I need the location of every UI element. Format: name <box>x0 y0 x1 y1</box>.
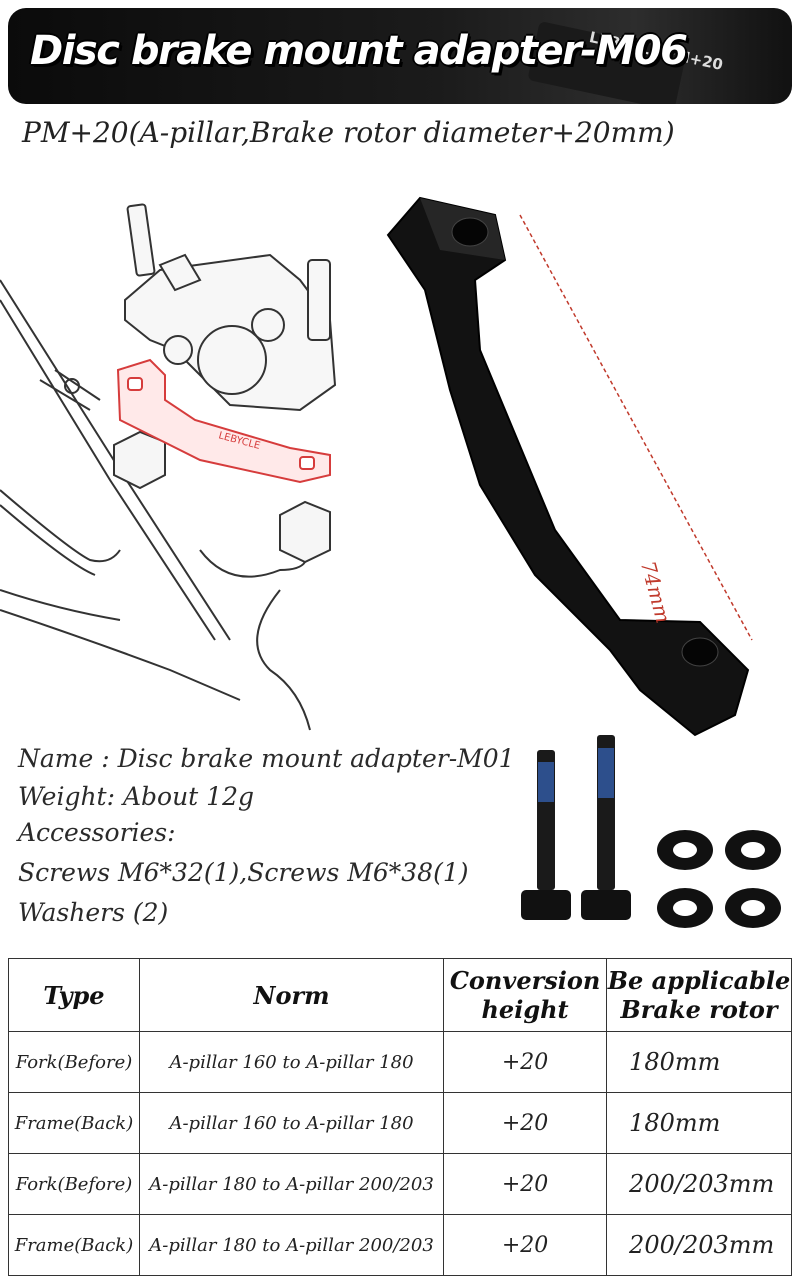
spec-weight: Weight: About 12g <box>18 782 254 811</box>
cell-type: Fork(Before) <box>8 1031 140 1093</box>
product-illustration: LEBYCLE 74mm LEBYCLE PM+20 <box>0 170 800 740</box>
mount-blocks <box>113 430 331 578</box>
header-type: Type <box>8 958 140 1032</box>
cell-norm: A-pillar 160 to A-pillar 180 <box>138 1092 445 1154</box>
table-row: Fork(Before) A-pillar 180 to A-pillar 20… <box>8 1153 792 1215</box>
adapter-photo <box>386 196 750 737</box>
table-row: Frame(Back) A-pillar 180 to A-pillar 200… <box>8 1214 792 1276</box>
header-banner: LEBYCLE PM+20 Disc brake mount adapter-M… <box>8 8 792 104</box>
caliper-sketch <box>124 203 337 412</box>
spec-screws: Screws M6*32(1),Screws M6*38(1) <box>18 858 469 887</box>
cell-norm: A-pillar 180 to A-pillar 200/203 <box>138 1214 445 1276</box>
header-conversion-line1: Conversion <box>449 966 601 995</box>
cell-conversion: +20 <box>443 1214 608 1276</box>
dimension-line <box>519 214 753 641</box>
cell-norm: A-pillar 160 to A-pillar 180 <box>138 1031 445 1093</box>
installation-diagram: LEBYCLE <box>0 196 753 737</box>
cell-rotor: 180mm <box>606 1092 792 1154</box>
cell-type: Frame(Back) <box>8 1214 140 1276</box>
header-rotor-line1: Be applicable <box>607 966 791 995</box>
page-title: Disc brake mount adapter-M06 <box>30 28 688 74</box>
spec-washers: Washers (2) <box>18 898 169 927</box>
cell-type: Fork(Before) <box>8 1153 140 1215</box>
hardware-image <box>521 735 781 928</box>
cell-type: Frame(Back) <box>8 1092 140 1154</box>
cell-conversion: +20 <box>443 1153 608 1215</box>
cell-conversion: +20 <box>443 1031 608 1093</box>
washers <box>657 830 781 928</box>
header-conversion-line2: height <box>481 995 569 1024</box>
header-rotor-line2: Brake rotor <box>620 995 778 1024</box>
table-header-row: Type Norm Conversion height Be applicabl… <box>8 958 792 1032</box>
screw-long <box>581 735 631 920</box>
cell-rotor: 200/203mm <box>606 1214 792 1276</box>
header-conversion: Conversion height <box>443 958 608 1032</box>
spec-name: Name : Disc brake mount adapter-M01 <box>18 744 515 773</box>
table-row: Fork(Before) A-pillar 160 to A-pillar 18… <box>8 1031 792 1093</box>
screw-short <box>521 750 571 920</box>
compatibility-table: Type Norm Conversion height Be applicabl… <box>8 958 792 1276</box>
table-row: Frame(Back) A-pillar 160 to A-pillar 180… <box>8 1092 792 1154</box>
cell-norm: A-pillar 180 to A-pillar 200/203 <box>138 1153 445 1215</box>
subtitle: PM+20(A-pillar,Brake rotor diameter+20mm… <box>22 116 675 149</box>
spec-accessories-label: Accessories: <box>18 818 176 847</box>
header-norm: Norm <box>138 958 445 1032</box>
header-rotor: Be applicable Brake rotor <box>606 958 792 1032</box>
cell-rotor: 200/203mm <box>606 1153 792 1215</box>
cell-rotor: 180mm <box>606 1031 792 1093</box>
cell-conversion: +20 <box>443 1092 608 1154</box>
adapter-sketch <box>116 358 331 484</box>
